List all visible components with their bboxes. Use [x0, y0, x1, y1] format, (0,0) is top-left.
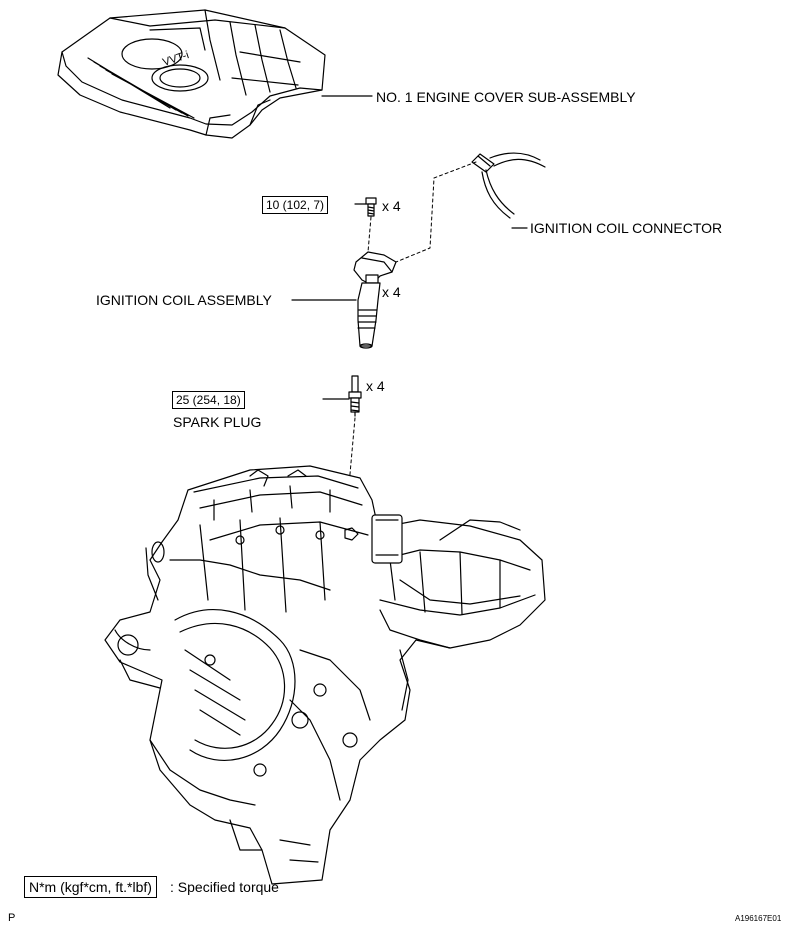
connector-alignment-dash [395, 161, 477, 263]
spark-plug-torque-value: 25 (254, 18) [172, 391, 245, 409]
bolt-quantity: x 4 [382, 198, 401, 214]
ignition-coil-quantity: x 4 [382, 284, 401, 300]
engine-illustration [104, 465, 546, 885]
spark-plug-alignment-dash [344, 417, 356, 531]
spark-plug-label: SPARK PLUG [173, 414, 262, 430]
torque-unit-legend: N*m (kgf*cm, ft.*lbf) [24, 876, 157, 898]
spark-plug-quantity: x 4 [366, 378, 385, 394]
ignition-coil-assembly-label: IGNITION COIL ASSEMBLY [96, 292, 272, 308]
ignition-coil-connector-label: IGNITION COIL CONNECTOR [530, 220, 723, 236]
bolt-torque-value: 10 (102, 7) [262, 196, 329, 214]
torque-legend-description: : Specified torque [170, 879, 279, 895]
engine-cover-illustration [57, 9, 326, 139]
page-mark: P [8, 912, 16, 924]
bolt-illustration [365, 197, 377, 217]
bolt-alignment-dash [367, 216, 372, 253]
engine-cover-label: NO. 1 ENGINE COVER SUB-ASSEMBLY [376, 89, 636, 105]
figure-code: A196167E01 [735, 914, 782, 923]
ignition-coil-illustration [353, 251, 397, 349]
spark-plug-illustration [348, 375, 362, 417]
ignition-coil-connector-illustration [471, 152, 546, 219]
